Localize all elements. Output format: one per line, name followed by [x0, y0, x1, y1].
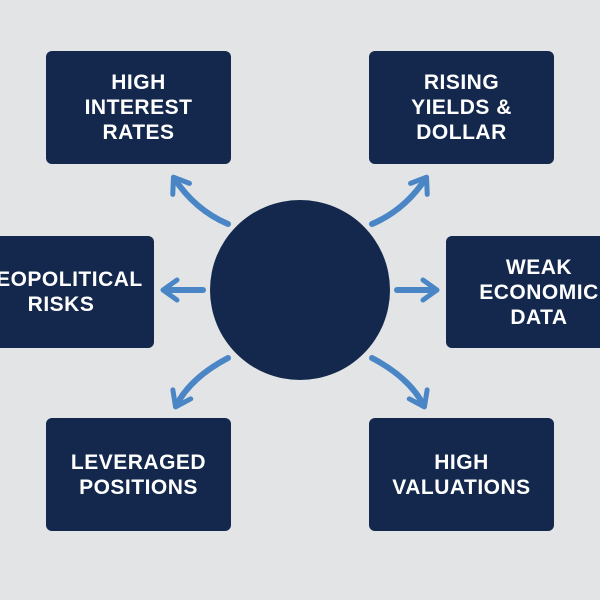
node-rising-yields-dollar: RISING YIELDS & DOLLAR [369, 51, 554, 164]
node-label-line: DOLLAR [416, 121, 507, 144]
node-leveraged-positions: LEVERAGED POSITIONS [46, 418, 231, 531]
node-label-line: WEAK [505, 255, 573, 279]
node-label-line: POSITIONS [79, 475, 198, 499]
node-label-line: HIGH [434, 450, 489, 474]
node-label-line: DATA [510, 305, 568, 329]
center-circle [210, 200, 390, 380]
arrow-to-lever [170, 355, 231, 410]
arrow-to-yields [369, 174, 430, 227]
node-label-line: INTEREST [84, 96, 193, 119]
node-label-line: GEOPOLITICAL [0, 268, 143, 291]
node-label-line: VALUATIONS [392, 475, 531, 499]
node-label-line: RISING [423, 71, 500, 94]
node-label-line: HIGH [111, 71, 166, 94]
node-label-line: RISKS [27, 293, 95, 316]
node-weak-economic-data: WEAK ECONOMIC DATA [446, 236, 600, 348]
node-label-line: LEVERAGED [70, 450, 207, 474]
node-high-valuations: HIGH VALUATIONS [369, 418, 554, 531]
arrow-to-interest [170, 174, 231, 227]
node-label-line: RATES [102, 121, 175, 144]
node-geopolitical-risks: GEOPOLITICAL RISKS [0, 236, 154, 348]
arrow-to-val [369, 355, 430, 410]
node-high-interest-rates: HIGH INTEREST RATES [46, 51, 231, 164]
node-label-line: YIELDS & [411, 96, 512, 119]
node-label-line: ECONOMIC [479, 280, 599, 304]
